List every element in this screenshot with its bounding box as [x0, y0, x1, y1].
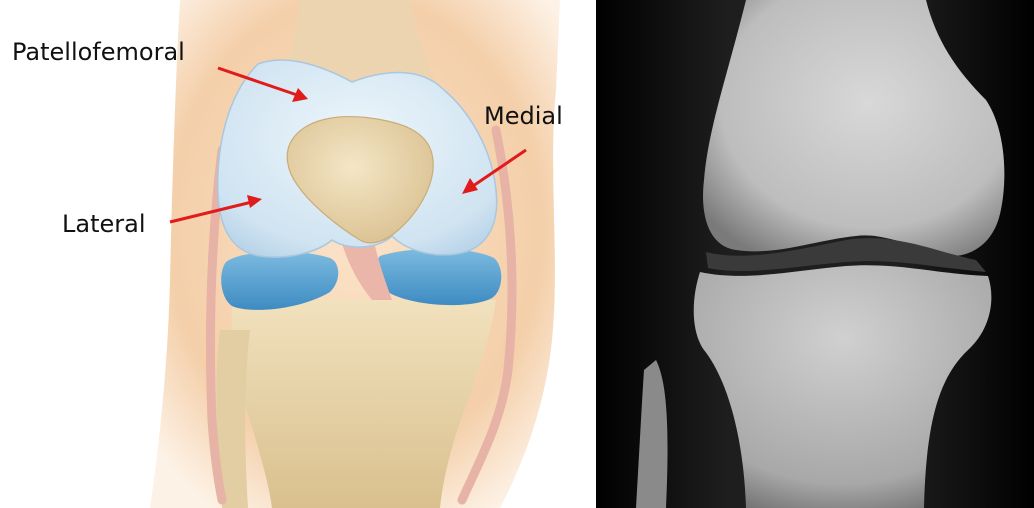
knee-illustration: Patellofemoral Medial Lateral — [0, 0, 596, 508]
knee-xray-image — [596, 0, 1034, 508]
label-patellofemoral: Patellofemoral — [12, 40, 185, 64]
label-lateral: Lateral — [62, 212, 146, 236]
knee-illustration-drawing — [0, 0, 596, 508]
knee-xray — [596, 0, 1034, 508]
label-medial: Medial — [484, 104, 563, 128]
